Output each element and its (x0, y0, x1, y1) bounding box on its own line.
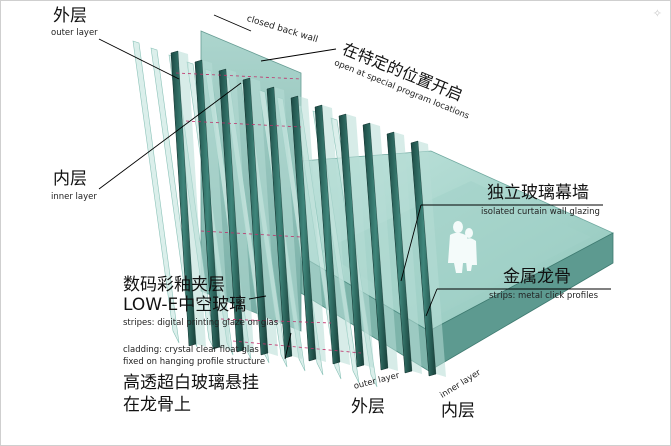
person-body-2 (464, 238, 477, 271)
guide-dash (185, 120, 302, 128)
guide-dash (220, 318, 332, 324)
label-isolated-en: isolated curtain wall glazing (481, 207, 600, 217)
outer-glass-panel (298, 96, 326, 362)
label-inner-zh: 内层 (53, 169, 87, 189)
guide-dashes (175, 72, 362, 354)
outer-glass-panel (250, 78, 278, 356)
person-body (448, 232, 469, 273)
person-head-2 (465, 228, 473, 238)
label-inner-en: inner layer (51, 192, 97, 202)
label-cladding-en-1: cladding: crystal clear float glas (123, 345, 259, 355)
leader-closed-back-wall (213, 14, 252, 32)
outer-glass-panel (274, 87, 302, 359)
leader-outer-layer (98, 38, 180, 80)
label-digital-zh-1: 数码彩釉夹层 (123, 275, 225, 295)
outer-glass-panel (418, 141, 446, 377)
label-outer-en: outer layer (51, 28, 98, 38)
label-cladding-zh-2: 在龙骨上 (123, 395, 191, 415)
outer-glass-panel (346, 114, 374, 368)
leader-lines (98, 14, 611, 360)
leader-isolated-diag (400, 204, 422, 282)
person-head (453, 221, 463, 233)
label-metal-en: strips: metal click profiles (489, 291, 599, 301)
outer-glass-panel (322, 105, 350, 365)
leader-digital (248, 295, 267, 300)
label-isolated-zh: 独立玻璃幕墙 (487, 183, 589, 203)
leader-metal-diag (425, 288, 438, 317)
label-bottom-inner-zh: 内层 (441, 401, 475, 421)
leader-inner-layer (98, 82, 242, 190)
label-digital-zh-2: LOW-E中空玻璃 (123, 295, 247, 315)
outer-glass-panel (202, 60, 230, 350)
guide-dash (175, 72, 302, 80)
label-bottom-outer-zh: 外层 (351, 397, 385, 417)
label-digital-en: stripes: digital printing glaze on glas (123, 318, 279, 328)
outer-glass-panel (370, 123, 398, 371)
leader-cladding (284, 332, 292, 360)
corner-icon: ✧ (652, 7, 662, 20)
leader-open-locations (260, 48, 337, 62)
label-cladding-zh-1: 高透超白玻璃悬挂 (123, 373, 259, 393)
outer-glass-panel (226, 69, 254, 353)
guide-dash (200, 230, 302, 238)
label-cladding-en-2: fixed on hanging profile structure (123, 357, 266, 367)
label-metal-zh: 金属龙骨 (503, 267, 571, 287)
label-outer-zh: 外层 (53, 6, 87, 26)
outer-layer-profiles (170, 50, 446, 377)
inner-glass-fin (132, 40, 180, 344)
people-silhouette (448, 221, 477, 273)
